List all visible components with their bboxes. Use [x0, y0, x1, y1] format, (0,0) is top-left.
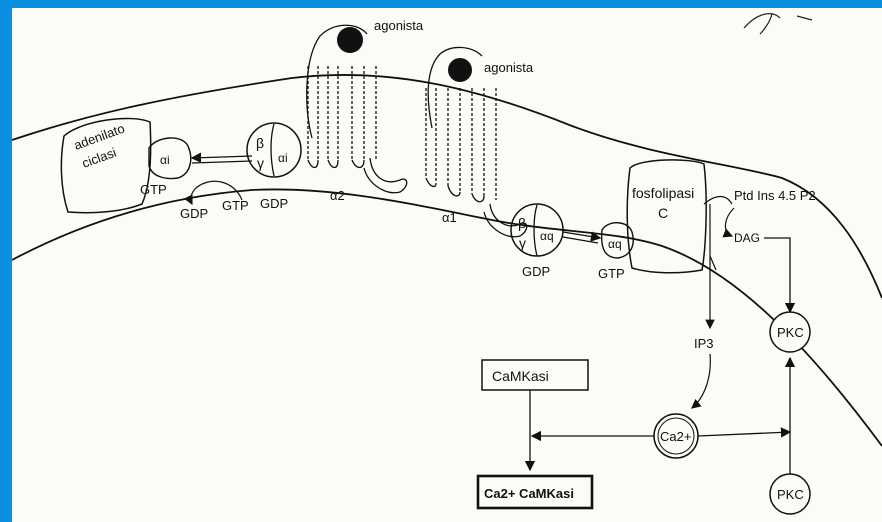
pkc-cytosol-label: PKC [777, 487, 804, 502]
gamma-label-gi: γ [257, 155, 264, 171]
diagram-canvas: adenilato ciclasi αi GTP GDP GTP GDP β γ… [12, 8, 882, 522]
alpha-1-label: α1 [442, 210, 457, 225]
adenylate-cyclase: adenilato ciclasi [60, 117, 152, 214]
adenylate-label-line1: adenilato [72, 121, 127, 153]
alpha-q-subunit: αq [600, 222, 634, 259]
beta-label-gi: β [256, 135, 264, 151]
agonist-1-ligand [337, 27, 363, 53]
gq-heterotrimer: β γ αq [510, 203, 564, 257]
ip3-to-calcium-arrow [691, 353, 711, 409]
alpha-i-subunit: αi [148, 137, 192, 180]
plc-membrane-tail [703, 195, 733, 205]
alpha2-receptor [306, 24, 408, 194]
gi-heterotrimer: β γ αi [246, 122, 302, 178]
alpha-q-release-arrow [562, 231, 602, 242]
camkinase-box: CaMKasi [481, 359, 589, 391]
phospholipase-label-line2: C [658, 205, 668, 221]
alpha-i-complex-label: αi [278, 151, 288, 165]
gtp-gdp-exchange-arrow [183, 180, 243, 206]
gdp-left-label: GDP [180, 206, 208, 221]
beta-label-gq: β [518, 215, 526, 231]
handwritten-mark [743, 13, 813, 35]
gtp-mid-label: GTP [222, 198, 249, 213]
agonist-2-label: agonista [484, 60, 534, 75]
alpha-i-label: αi [160, 153, 170, 167]
gamma-label-gq: γ [519, 235, 526, 251]
calcium-label: Ca2+ [660, 429, 691, 444]
gtp-q-label: GTP [598, 266, 625, 281]
calcium-node: Ca2+ [653, 413, 699, 459]
ptd-ins-label: Ptd Ins 4.5 P2 [734, 188, 816, 203]
gtp-left-label: GTP [140, 182, 167, 197]
pkc-membrane-label: PKC [777, 325, 804, 340]
ca-camkinase-label: Ca2+ CaMKasi [484, 486, 574, 501]
camkinase-label: CaMKasi [492, 368, 549, 384]
dag-to-pkc-line [764, 237, 796, 314]
phospholipase-c: fosfolipasi C [626, 159, 707, 274]
alpha1-receptor [425, 46, 528, 238]
calcium-to-pkc-line [697, 427, 792, 438]
outer-membrane-line [12, 73, 882, 299]
inner-membrane-line [12, 188, 882, 447]
alpha-q-label: αq [608, 237, 622, 251]
plc-dag-tick [709, 255, 717, 271]
ptdins-to-dag-arrow [722, 207, 735, 238]
dag-label: DAG [734, 231, 760, 245]
signaling-diagram: adenilato ciclasi αi GTP GDP GTP GDP β γ… [12, 13, 882, 515]
gdp-mid-label: GDP [260, 196, 288, 211]
alpha-i-release-arrow [190, 152, 253, 163]
agonist-2-ligand [448, 58, 472, 82]
gdp-q-label: GDP [522, 264, 550, 279]
ip3-label: IP3 [694, 336, 714, 351]
pkc-membrane-node: PKC [769, 311, 811, 353]
agonist-1-label: agonista [374, 18, 424, 33]
ca-camkinase-box: Ca2+ CaMKasi [476, 474, 594, 510]
alpha-2-label: α2 [330, 188, 345, 203]
alpha-q-complex-label: αq [540, 229, 554, 243]
pkc-cytosol-node: PKC [769, 473, 811, 515]
phospholipase-label-line1: fosfolipasi [632, 185, 694, 201]
